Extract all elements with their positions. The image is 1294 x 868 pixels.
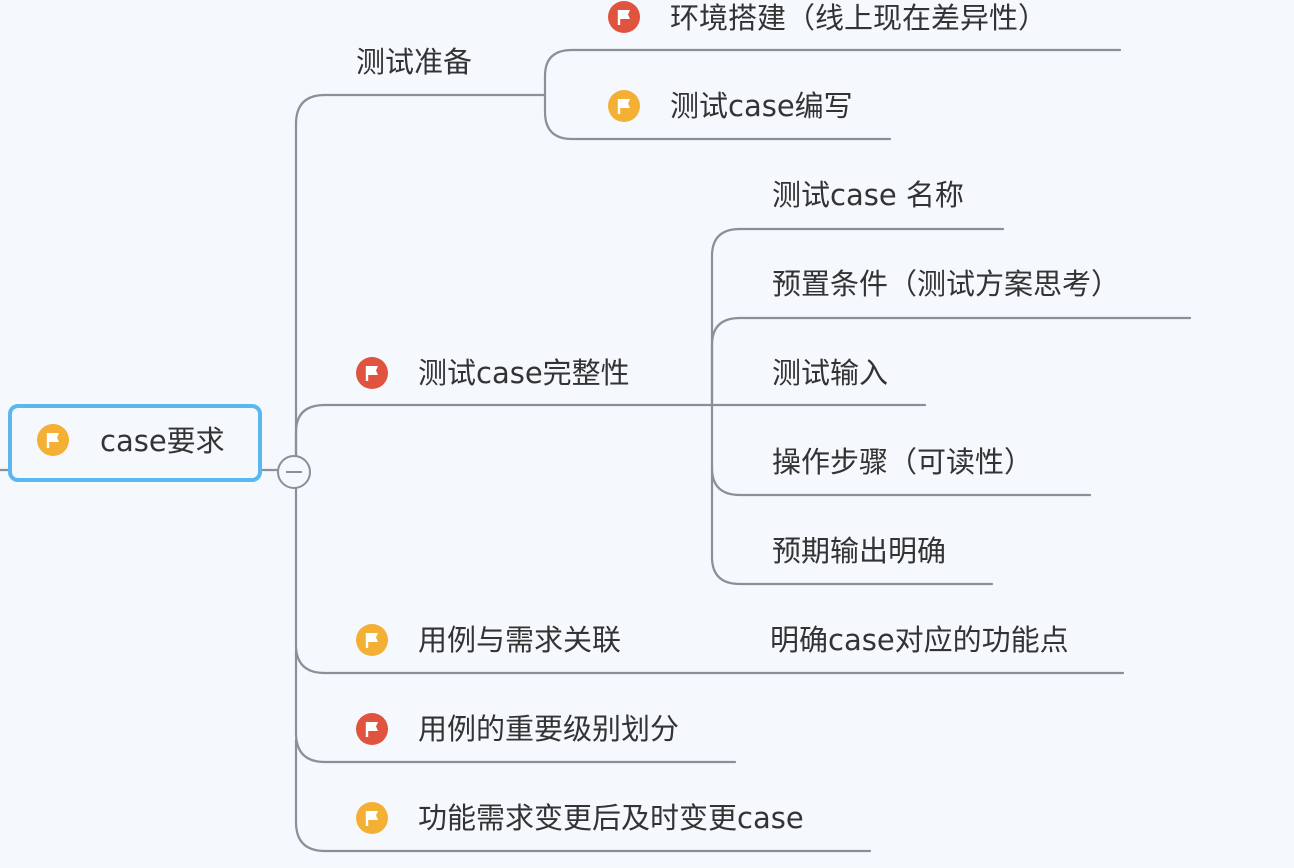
orange-flag-icon bbox=[37, 424, 69, 456]
child-label[interactable]: 操作步骤（可读性） bbox=[772, 445, 1034, 479]
child-label[interactable]: 预置条件（测试方案思考） bbox=[772, 267, 1121, 301]
branch-label[interactable]: 用例与需求关联 bbox=[418, 623, 622, 657]
child-label[interactable]: 测试case编写 bbox=[670, 89, 853, 123]
branch-1-child-2-line bbox=[543, 93, 892, 141]
orange-flag-icon bbox=[608, 90, 640, 122]
trunk-to-branch-1 bbox=[294, 93, 547, 457]
branch-label[interactable]: 测试准备 bbox=[356, 45, 473, 79]
red-flag-icon bbox=[608, 1, 640, 33]
trunk-to-branch-5 bbox=[294, 738, 872, 853]
child-label[interactable]: 明确case对应的功能点 bbox=[770, 623, 1069, 657]
orange-flag-icon bbox=[356, 624, 388, 656]
branch-label[interactable]: 功能需求变更后及时变更case bbox=[418, 801, 804, 835]
collapse-button[interactable] bbox=[277, 455, 311, 489]
child-label[interactable]: 环境搭建（线上现在差异性） bbox=[670, 1, 1048, 35]
trunk-to-branch-4 bbox=[294, 648, 737, 764]
orange-flag-icon bbox=[356, 802, 388, 834]
child-label[interactable]: 测试case 名称 bbox=[772, 178, 964, 212]
child-label[interactable]: 测试输入 bbox=[772, 356, 889, 390]
branch-2-child-1-line bbox=[710, 227, 1005, 407]
root-label: case要求 bbox=[100, 424, 225, 458]
trunk-to-branch-2 bbox=[294, 403, 927, 457]
branch-label[interactable]: 用例的重要级别划分 bbox=[418, 712, 680, 746]
child-label[interactable]: 预期输出明确 bbox=[772, 534, 947, 568]
branch-2-child-5-line bbox=[710, 466, 994, 586]
branch-label[interactable]: 测试case完整性 bbox=[418, 356, 630, 390]
branch-2-child-2-line bbox=[710, 316, 1192, 407]
red-flag-icon bbox=[356, 357, 388, 389]
trunk-to-branch-3 bbox=[294, 487, 1125, 675]
branch-1-child-1-line bbox=[543, 48, 1122, 97]
red-flag-icon bbox=[356, 713, 388, 745]
